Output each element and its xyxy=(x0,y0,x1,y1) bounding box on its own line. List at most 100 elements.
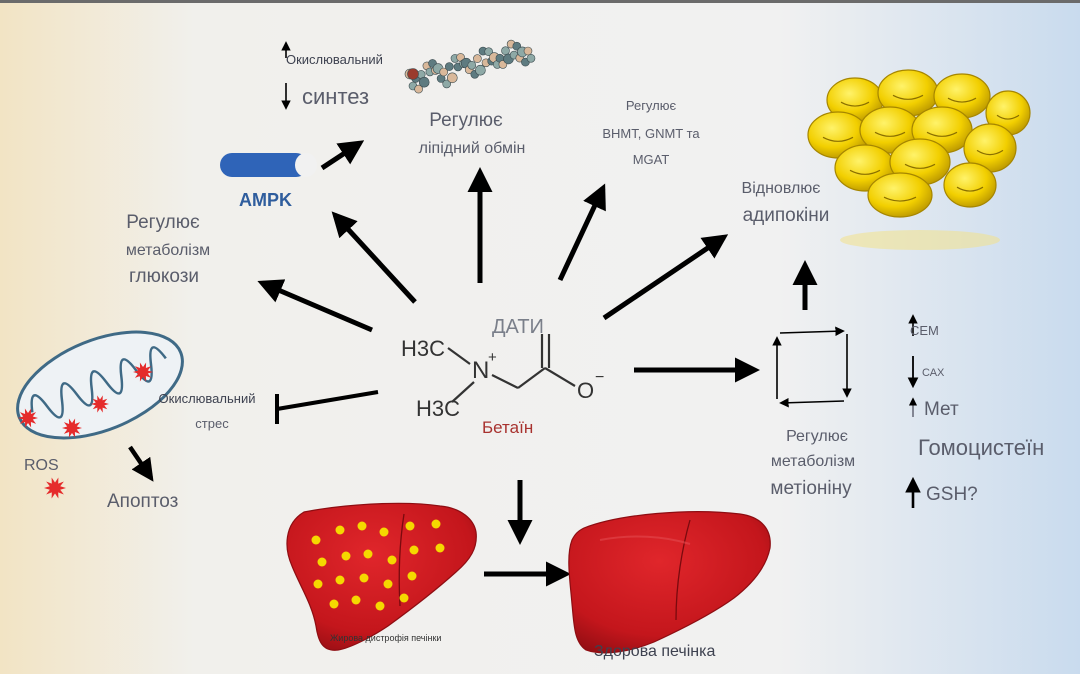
lipid-head xyxy=(407,68,419,80)
synthesis-label: синтез xyxy=(302,84,369,109)
enzymes-line1: Регулює xyxy=(626,98,677,113)
oxygen-atom: O xyxy=(577,378,594,403)
fat-droplet xyxy=(387,555,397,565)
fat-cell-nucleus xyxy=(874,131,906,137)
ampk-protein-icon xyxy=(220,153,317,177)
plus-charge: + xyxy=(488,349,497,366)
fat-droplets xyxy=(311,519,445,611)
ampk-notch xyxy=(295,153,317,177)
sem-label: СЕМ xyxy=(910,323,939,338)
gsh-label: GSH? xyxy=(926,484,978,505)
fat-droplet xyxy=(407,571,417,581)
lipid-atom xyxy=(501,46,510,56)
mito-cristae xyxy=(30,346,167,419)
fat-droplet xyxy=(317,557,327,567)
fat-droplet xyxy=(313,579,323,589)
lipid-atom xyxy=(484,47,494,57)
nitrogen-atom: N xyxy=(472,357,489,384)
glucose-line3: глюкози xyxy=(129,266,199,287)
oxidative-label: Окислювальний xyxy=(286,52,383,67)
fat-cell-nucleus xyxy=(883,196,917,202)
fat-cell-nucleus xyxy=(822,136,854,142)
lipid-label-line2: ліпідний обмін xyxy=(419,140,526,157)
fat-cell-nucleus xyxy=(926,131,958,137)
ros-burst xyxy=(133,362,153,382)
lipid-atom xyxy=(444,62,454,71)
ros-burst xyxy=(91,395,109,413)
arrow-to-ampk xyxy=(331,211,417,304)
adipocyte-cluster-icon xyxy=(807,69,1031,250)
betaine-name: Бетаїн xyxy=(482,418,533,437)
fat-shadow xyxy=(840,230,1000,250)
enzymes-line3: MGAT xyxy=(633,152,670,167)
fat-droplet xyxy=(357,521,367,531)
ros-label: ROS xyxy=(24,457,59,474)
fat-droplet xyxy=(375,601,385,611)
ampk-label: AMPK xyxy=(239,190,292,210)
ampk-shape xyxy=(220,153,308,177)
lipid-atom xyxy=(446,72,458,84)
fat-droplet xyxy=(351,595,361,605)
methionine-cycle-icon xyxy=(772,326,852,408)
overlay-label: ДАТИ xyxy=(492,316,544,338)
top-border xyxy=(0,0,1080,3)
fat-cell-nucleus xyxy=(904,163,936,169)
methionine-line2: метаболізм xyxy=(771,453,855,470)
fat-cell-nucleus xyxy=(947,97,977,103)
lipid-atom xyxy=(526,53,536,63)
fat-cell xyxy=(867,172,933,218)
methionine-line1: Регулює xyxy=(786,428,848,445)
enzymes-line2: BHMT, GNMT та xyxy=(602,126,700,141)
ros-burst xyxy=(18,408,38,428)
homocysteine-label: Гомоцистеїн xyxy=(918,435,1044,460)
fat-droplet xyxy=(399,593,409,603)
met-label: Мет xyxy=(924,399,959,420)
glucose-line1: Регулює xyxy=(126,212,200,233)
arrows xyxy=(128,140,818,587)
arrow-ampk-to-synthesis xyxy=(320,140,365,171)
mito-outer xyxy=(16,330,184,440)
stress-line1: Окислювальний xyxy=(159,391,256,406)
fat-droplet xyxy=(363,549,373,559)
glucose-line2: метаболізм xyxy=(126,242,210,259)
fat-droplet xyxy=(335,575,345,585)
arrow-to-glucose xyxy=(257,279,373,333)
sah-label: САХ xyxy=(922,367,945,379)
mitochondrion-icon xyxy=(16,330,184,440)
fat-droplet xyxy=(379,527,389,537)
fat-cell-nucleus xyxy=(976,149,1004,156)
lipid-atom xyxy=(467,61,477,70)
fat-droplet xyxy=(383,579,393,589)
fat-droplet xyxy=(409,545,419,555)
lipid-molecule-icon xyxy=(404,39,536,94)
fat-droplet xyxy=(311,535,321,545)
healthy-liver-icon xyxy=(568,511,771,654)
arrow-to-enzymes xyxy=(557,183,606,282)
fat-cell-nucleus xyxy=(849,169,881,175)
fat-droplet xyxy=(335,525,345,535)
fat-droplet xyxy=(329,599,339,609)
lipid-atom xyxy=(473,54,482,63)
markers: СЕМ САХ Мет Гомоцистеїн GSH? xyxy=(905,314,1044,508)
lipid-atom xyxy=(414,84,423,94)
lipid-atom xyxy=(439,67,449,77)
fat-cell-nucleus xyxy=(892,94,924,100)
fat-cell xyxy=(943,162,997,208)
fat-droplet xyxy=(431,519,441,529)
h3c-top: H3C xyxy=(401,336,445,361)
apoptosis-label: Апоптоз xyxy=(107,491,178,512)
fat-droplet xyxy=(341,551,351,561)
lipid-atom xyxy=(418,76,430,88)
ros-burst xyxy=(44,477,66,499)
stress-line2: стрес xyxy=(195,416,229,431)
arrow-to-adipokines xyxy=(602,234,729,321)
fat-droplet xyxy=(435,543,445,553)
fat-cell-nucleus xyxy=(996,114,1020,120)
lipid-atom xyxy=(475,64,486,76)
lipid-label-line1: Регулює xyxy=(429,110,503,131)
fat-droplet xyxy=(405,521,415,531)
adipokines-line1: Відновлює xyxy=(742,180,821,197)
fat-cell-nucleus xyxy=(956,186,984,192)
